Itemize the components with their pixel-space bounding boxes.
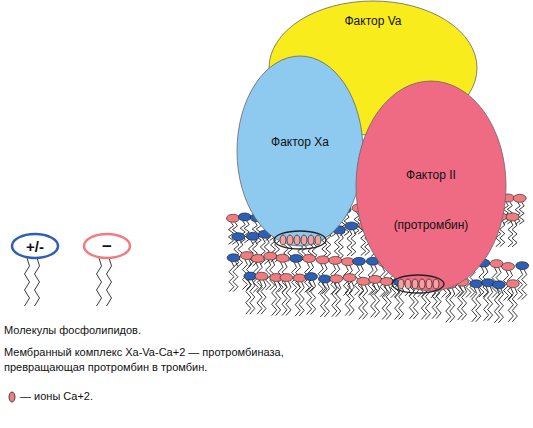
charge-symbol: +/- [26, 239, 44, 254]
factor-label: Фактор Xa [271, 135, 329, 149]
caption-note: Молекулы фосфолипидов. [4, 323, 141, 338]
charge-symbol: − [102, 239, 112, 254]
factor-ellipse: Фактор Xa [236, 55, 364, 247]
caption-note: Мембранный комплекс Xa-Va-Ca+2 — протром… [4, 345, 324, 375]
factor-label: Фактор II [406, 168, 456, 182]
legend-text: — ионы Ca+2. [20, 389, 93, 404]
ellipse-outline [355, 80, 507, 292]
ellipse-outline [236, 55, 364, 247]
factor-label: Фактор Va [344, 14, 401, 28]
factor-label: (протромбин) [394, 218, 469, 232]
factor-ellipse: Фактор II (протромбин) [355, 80, 507, 292]
ion-sample [9, 392, 15, 402]
